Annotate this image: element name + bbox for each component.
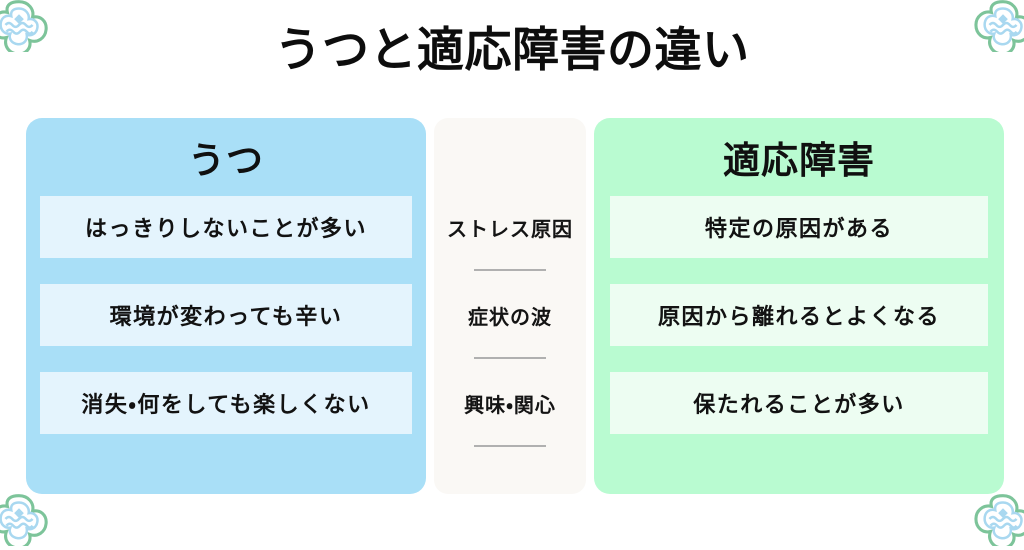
divider [474,357,546,359]
table-row: 特定の原因がある [610,196,988,258]
table-row: 保たれることが多い [610,372,988,434]
table-row: 環境が変わっても辛い [40,284,412,346]
criteria-label: 症状の波 [468,304,552,329]
flower-ornament-bottom-left [0,488,48,550]
table-row: 消失・何をしても楽しくない [40,372,412,434]
divider [474,269,546,271]
criteria-label: 興味・関心 [464,392,556,417]
panel-depression-rows: はっきりしないことが多い 環境が変わっても辛い 消失・何をしても楽しくない [26,196,426,434]
criteria-block: 症状の波 [434,284,586,372]
page-title: うつと適応障害の違い [274,23,750,78]
criteria-label: ストレス原因 [447,216,573,241]
divider [474,445,546,447]
table-row: はっきりしないことが多い [40,196,412,258]
criteria-labels: ストレス原因 症状の波 興味・関心 [434,118,586,460]
flower-ornament-bottom-right [974,488,1024,550]
panel-adjustment-disorder-rows: 特定の原因がある 原因から離れるとよくなる 保たれることが多い [594,196,1004,434]
criteria-block: ストレス原因 [434,196,586,284]
panel-depression-header: うつ [188,139,264,182]
panel-criteria: ストレス原因 症状の波 興味・関心 [434,118,586,494]
comparison-board: うつ はっきりしないことが多い 環境が変わっても辛い 消失・何をしても楽しくない… [26,118,1004,494]
criteria-block: 興味・関心 [434,372,586,460]
panel-depression: うつ はっきりしないことが多い 環境が変わっても辛い 消失・何をしても楽しくない [26,118,426,494]
panel-adjustment-disorder-header: 適応障害 [723,139,875,182]
table-row: 原因から離れるとよくなる [610,284,988,346]
panel-adjustment-disorder: 適応障害 特定の原因がある 原因から離れるとよくなる 保たれることが多い [594,118,1004,494]
